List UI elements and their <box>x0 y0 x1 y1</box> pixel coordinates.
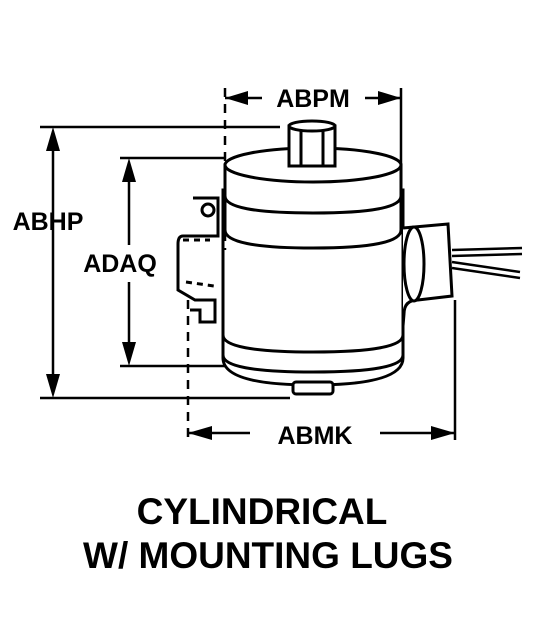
arrow-abhp-down <box>46 374 60 398</box>
mounting-lug <box>176 196 220 324</box>
dimension-label-left-outer: ABHP <box>13 208 84 236</box>
connector-housing <box>401 222 454 327</box>
arrow-adaq-down <box>122 342 136 366</box>
dimension-label-bottom: ABMK <box>278 422 353 450</box>
dimension-arrowheads <box>46 91 455 440</box>
dimension-label-top: ABPM <box>276 85 350 113</box>
arrow-abhp-up <box>46 127 60 151</box>
arrow-abpm-right <box>378 91 401 105</box>
arrow-abmk-left <box>188 426 212 440</box>
arrow-abpm-left <box>225 91 248 105</box>
caption-line-2: W/ MOUNTING LUGS <box>83 535 453 576</box>
caption-line-1: CYLINDRICAL <box>137 491 388 532</box>
cylindrical-housing <box>221 146 405 396</box>
arrow-abmk-right <box>431 426 455 440</box>
dimension-label-left-inner: ADAQ <box>83 250 157 278</box>
lead-wires <box>451 246 523 280</box>
arrow-adaq-up <box>122 158 136 182</box>
hex-fitting <box>287 119 337 168</box>
